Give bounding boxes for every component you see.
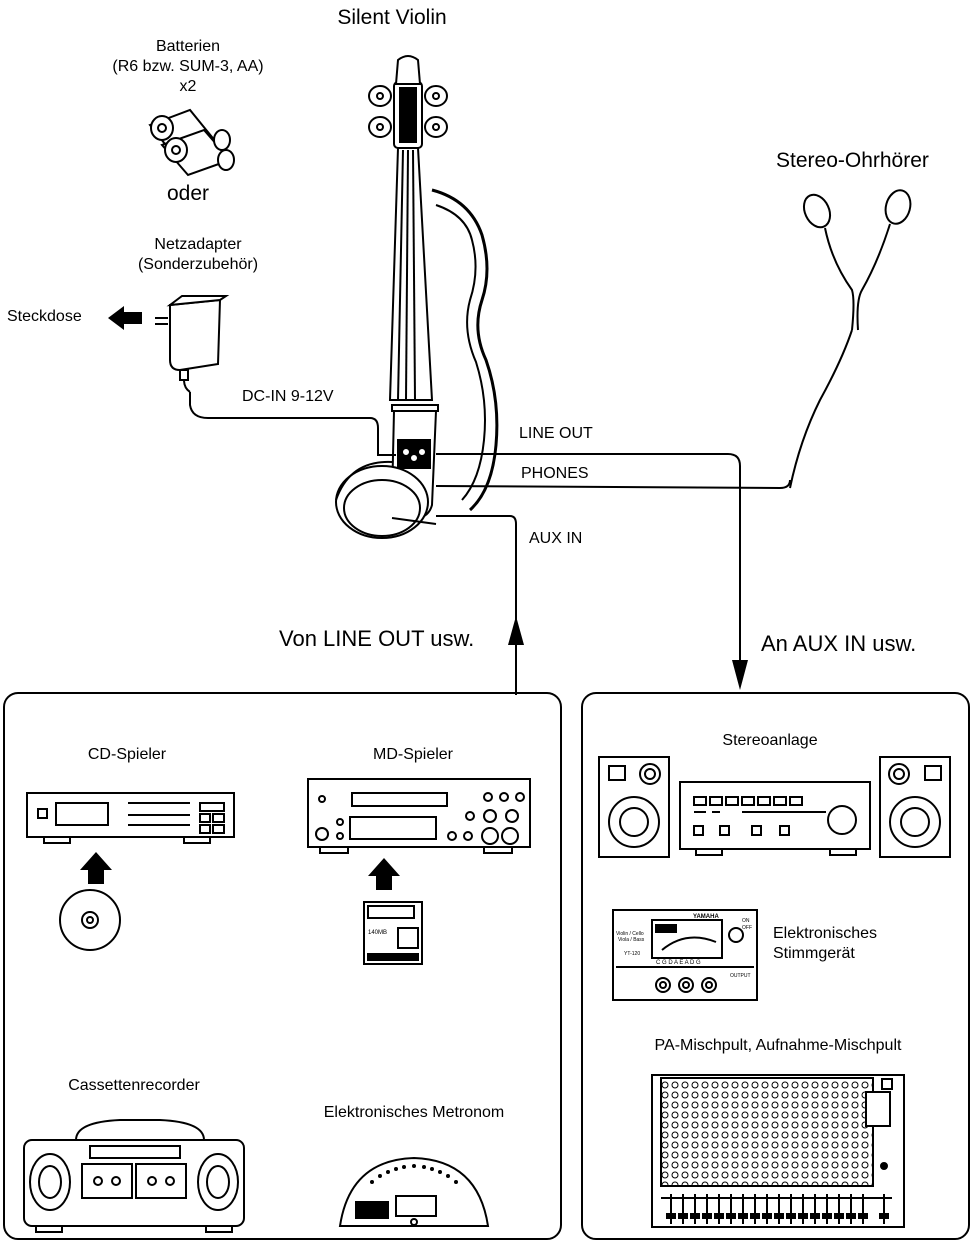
tuner-model: YT-120 xyxy=(624,951,640,957)
up-arrow-icon xyxy=(508,616,524,645)
stereo-label: Stereoanlage xyxy=(722,732,818,749)
cd-disc-icon xyxy=(59,889,121,951)
tuner-icon xyxy=(612,909,758,1001)
tuner-label-1: Elektronisches xyxy=(773,925,878,942)
or-label: oder xyxy=(166,182,210,205)
tuner-brand: YAMAHA xyxy=(693,914,719,920)
tuner-label-2: Stimmgerät xyxy=(773,945,855,962)
md-player-icon xyxy=(307,778,531,854)
violin-illustration xyxy=(335,55,499,539)
line-out-cable xyxy=(436,453,741,660)
metronome-label: Elektronisches Metronom xyxy=(323,1104,505,1121)
line-out-label: LINE OUT xyxy=(519,425,593,442)
battery-label-2: (R6 bzw. SUM-3, AA) xyxy=(112,58,264,75)
down-arrow-icon xyxy=(732,660,748,690)
stereo-system-icon xyxy=(598,756,951,858)
cd-player-label: CD-Spieler xyxy=(87,746,167,763)
adapter-label-2: (Sonderzubehör) xyxy=(137,256,259,273)
tuner-label-viola: Viola / Bass xyxy=(618,937,645,943)
battery-label-3: x2 xyxy=(179,78,197,95)
outlet-label: Steckdose xyxy=(7,308,82,325)
tuner-on: ON xyxy=(742,918,750,924)
from-label: Von LINE OUT usw. xyxy=(279,626,475,651)
mixer-faders xyxy=(666,1194,889,1224)
diagram-title: Silent Violin xyxy=(337,6,447,29)
outlet-arrow-icon xyxy=(108,306,142,330)
tuner-off: OFF xyxy=(742,925,752,931)
cassette-recorder-icon xyxy=(23,1119,245,1233)
source-panel xyxy=(3,692,562,1240)
adapter-icon xyxy=(155,295,230,393)
battery-label-1: Batterien xyxy=(155,38,221,55)
md-disc-icon xyxy=(363,901,423,965)
adapter-label-1: Netzadapter xyxy=(154,236,242,253)
aux-in-label: AUX IN xyxy=(529,530,583,547)
phones-label: PHONES xyxy=(521,465,589,482)
tuner-notes: C G D A E A D G xyxy=(656,960,701,966)
dc-cable xyxy=(189,392,396,456)
metronome-dots xyxy=(370,1164,458,1184)
md-up-arrow-icon xyxy=(368,858,400,890)
cd-player-icon xyxy=(26,792,235,844)
tuner-label-violin: Violin / Cello xyxy=(616,931,644,937)
earphone-icon xyxy=(789,189,912,489)
tuner-output: OUTPUT xyxy=(730,973,751,979)
dc-in-label: DC-IN 9-12V xyxy=(242,388,334,405)
md-player-label: MD-Spieler xyxy=(372,746,454,763)
cd-up-arrow-icon xyxy=(80,852,112,884)
destination-panel xyxy=(581,692,970,1240)
cassette-label: Cassettenrecorder xyxy=(68,1077,200,1094)
to-label: An AUX IN usw. xyxy=(761,631,917,656)
phones-cable xyxy=(435,479,791,490)
headphones-label: Stereo-Ohrhörer xyxy=(776,149,929,172)
mixer-label: PA-Mischpult, Aufnahme-Mischpult xyxy=(654,1037,902,1054)
battery-icon xyxy=(148,108,235,177)
metronome-icon xyxy=(338,1156,490,1227)
md-capacity: 140MB xyxy=(368,930,387,936)
aux-in-cable xyxy=(436,515,517,695)
